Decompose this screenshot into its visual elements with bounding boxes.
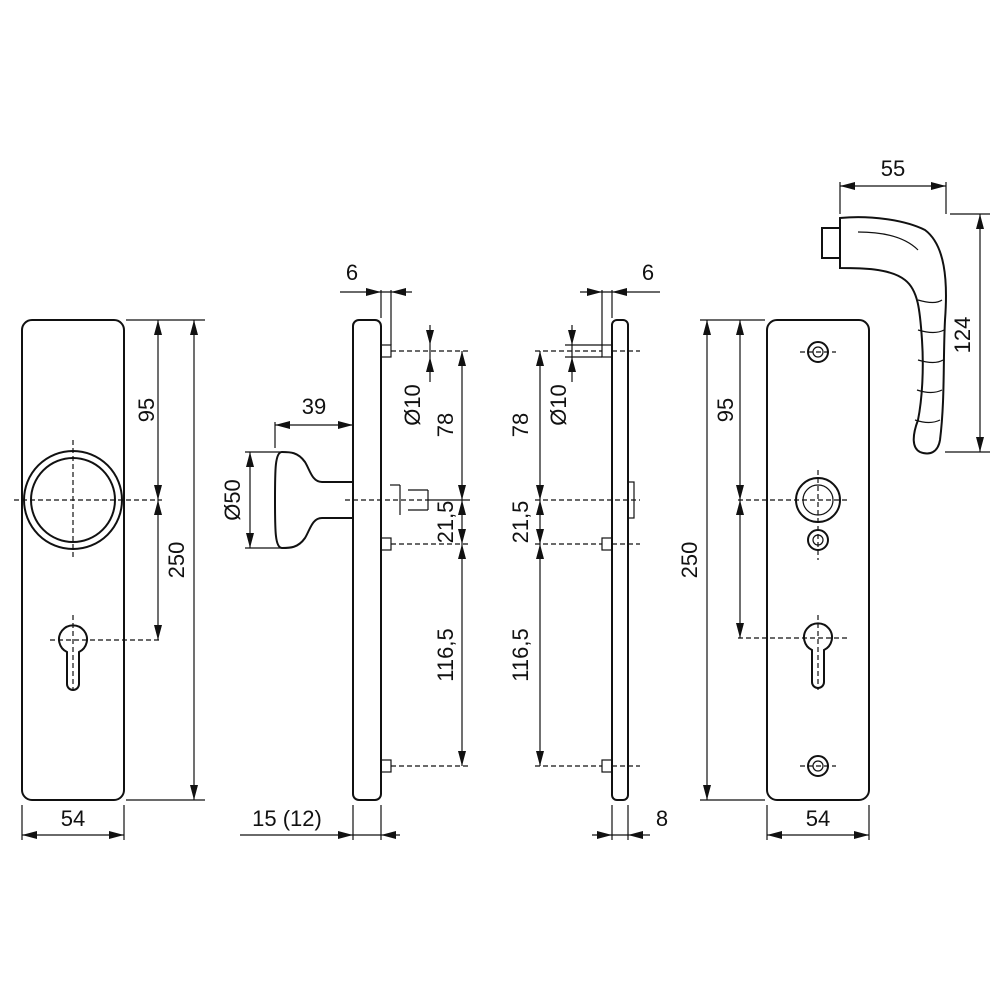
left-dim-250-inner: 250 bbox=[164, 542, 189, 579]
side-dim-116-5-right: 116,5 bbox=[508, 628, 533, 681]
side-dim-21-5-left: 21,5 bbox=[433, 501, 458, 544]
side-dim-21-5-right: 21,5 bbox=[508, 501, 533, 544]
side-plate-left bbox=[352, 319, 382, 801]
lever-handle-view: 55 124 bbox=[821, 156, 990, 455]
knob-profile bbox=[274, 450, 353, 550]
side-dim-6-right: 6 bbox=[642, 260, 654, 285]
handle-dim-124: 124 bbox=[950, 317, 975, 354]
right-plate-front-view: 95 250 54 bbox=[677, 319, 870, 840]
left-dim-95: 95 bbox=[134, 398, 159, 422]
side-dim-78-right: 78 bbox=[508, 413, 533, 437]
right-plate-outline bbox=[766, 319, 870, 801]
knob-side-view: 6 39 Ø50 Ø10 78 21,5 116,5 bbox=[220, 260, 470, 840]
side-dim-78-left: 78 bbox=[433, 413, 458, 437]
side-dim-15-12: 15 (12) bbox=[252, 806, 322, 831]
lever-side-view: 6 Ø10 78 21,5 116,5 8 bbox=[508, 260, 668, 840]
side-dim-39: 39 bbox=[302, 394, 326, 419]
side-dim-116-5-left: 116,5 bbox=[433, 628, 458, 681]
side-dim-d50: Ø50 bbox=[220, 479, 245, 521]
right-dim-95: 95 bbox=[713, 398, 738, 422]
left-plate-outline bbox=[21, 319, 125, 801]
side-dim-d10-left: Ø10 bbox=[400, 384, 425, 426]
side-dim-6-left: 6 bbox=[346, 260, 358, 285]
left-dim-width: 54 bbox=[61, 806, 85, 831]
handle-dim-55: 55 bbox=[881, 156, 905, 181]
side-dim-d10-right: Ø10 bbox=[546, 384, 571, 426]
right-dim-width: 54 bbox=[806, 806, 830, 831]
right-dim-250: 250 bbox=[677, 542, 702, 579]
lever-handle-outline bbox=[839, 216, 947, 455]
side-plate-right bbox=[611, 319, 629, 801]
side-dim-8: 8 bbox=[656, 806, 668, 831]
left-plate-front-view: 95 250 54 bbox=[14, 319, 205, 840]
